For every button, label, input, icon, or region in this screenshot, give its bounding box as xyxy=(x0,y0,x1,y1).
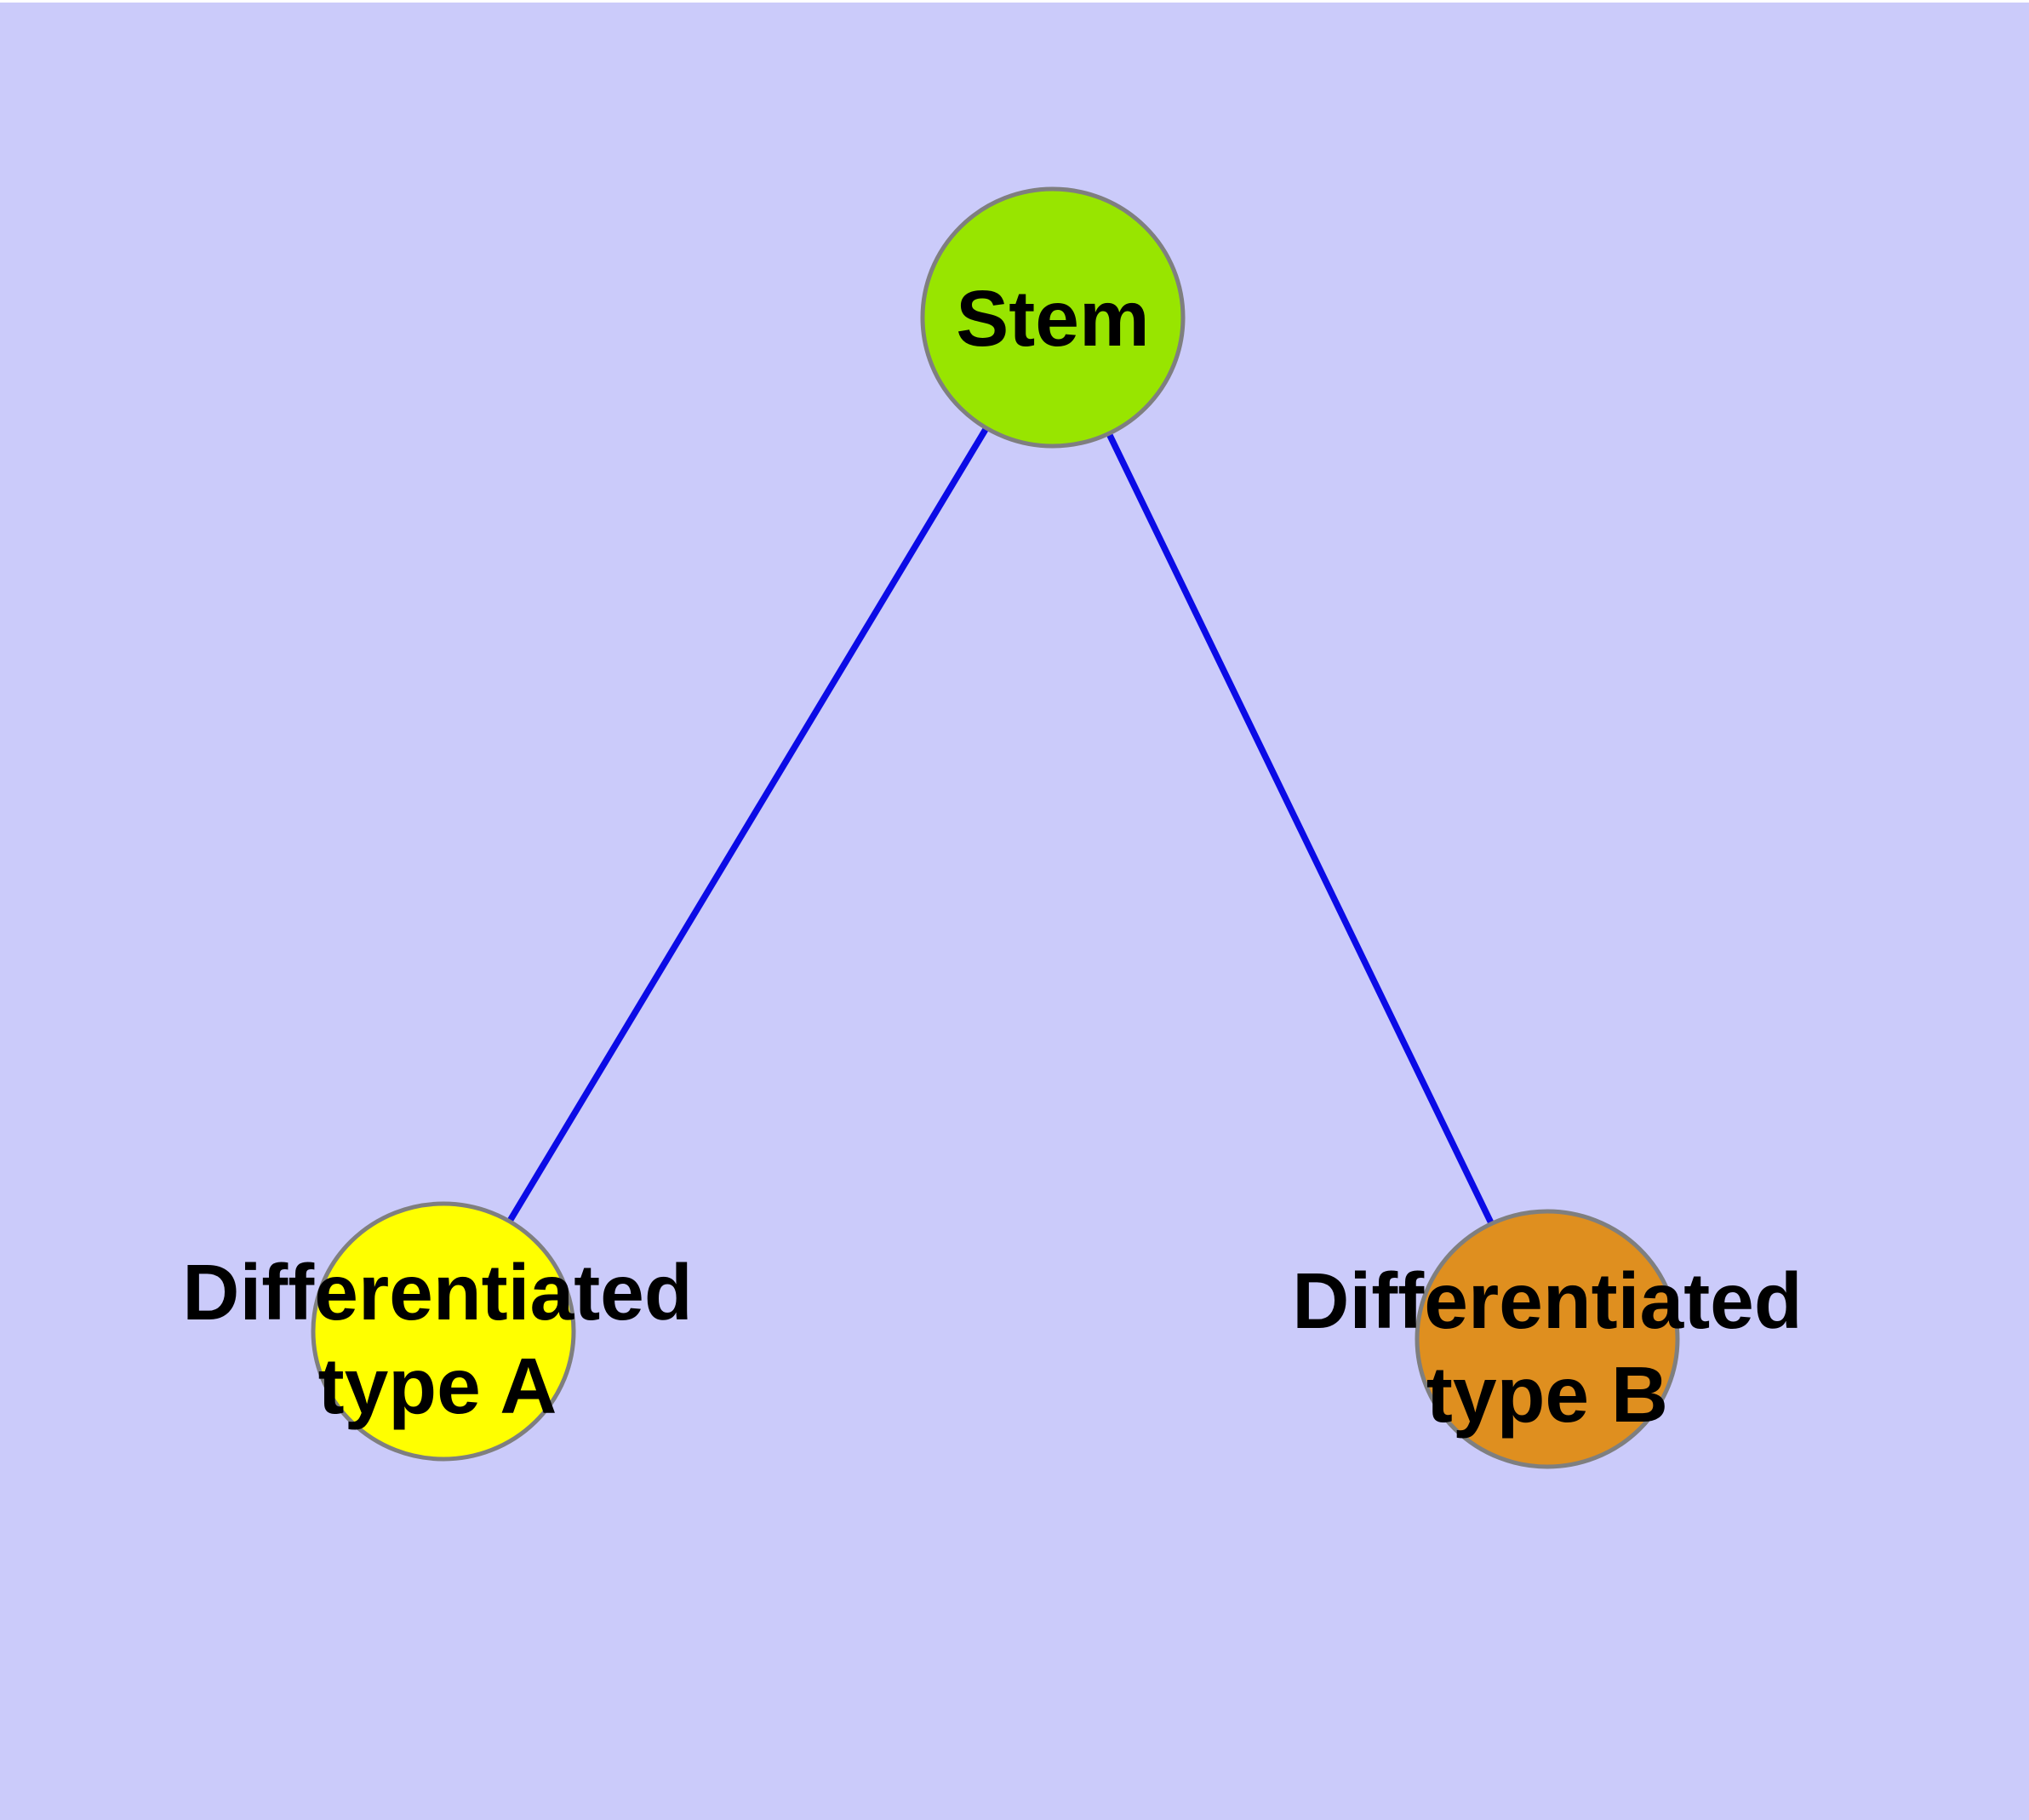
edge-stem-to-type-b xyxy=(1049,316,1551,1341)
node-type-a-label-line1: Differentiated xyxy=(182,1248,692,1336)
node-differentiated-type-b xyxy=(1415,1209,1680,1469)
edge-stem-to-type-a xyxy=(440,316,1056,1333)
node-stem-label: Stem xyxy=(956,274,1149,363)
node-type-b-label-line1: Differentiated xyxy=(1292,1256,1802,1345)
node-type-a-label-line2: type A xyxy=(318,1342,557,1430)
node-differentiated-type-a xyxy=(311,1201,576,1462)
node-stem xyxy=(920,186,1186,449)
node-type-b-label-line2: type B xyxy=(1426,1350,1668,1439)
